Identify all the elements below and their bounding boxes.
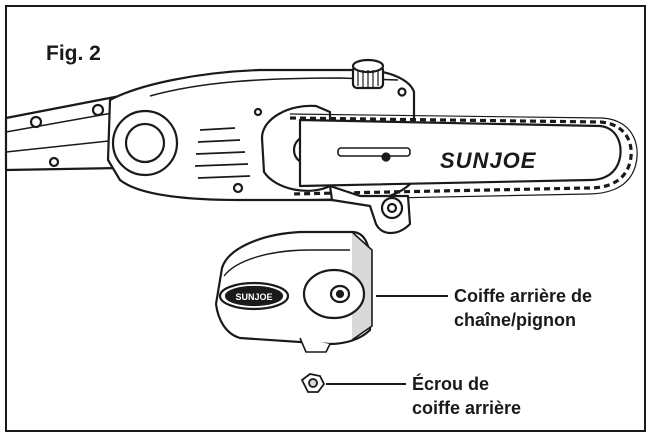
vent-slots bbox=[194, 127, 251, 179]
callout-rear-cover-nut-line2: coiffe arrière bbox=[412, 398, 522, 418]
rear-cover-nut bbox=[300, 373, 326, 393]
callout-rear-cover-line1: Coiffe arrière de bbox=[454, 286, 593, 306]
saw-chain bbox=[289, 113, 638, 201]
cover-brand-text: SUNJOE bbox=[235, 292, 272, 302]
figure-title: Fig. 2 bbox=[46, 42, 101, 65]
oil-cap-knob bbox=[351, 58, 385, 90]
callout-rear-cover-nut-line1: Écrou de bbox=[412, 374, 490, 394]
callout-rear-cover-nut: Écrou de coiffe arrière bbox=[412, 372, 521, 420]
rear-chain-cover: SUNJOE bbox=[214, 230, 373, 353]
guide-bar bbox=[298, 118, 622, 188]
pole-saw-head bbox=[4, 58, 638, 235]
callout-rear-cover: Coiffe arrière de chaîne/pignon bbox=[454, 284, 592, 332]
callout-rear-cover-line2: chaîne/pignon bbox=[454, 310, 577, 330]
figure-frame bbox=[5, 5, 646, 432]
bar-brand-text: SUNJOE bbox=[440, 148, 537, 173]
